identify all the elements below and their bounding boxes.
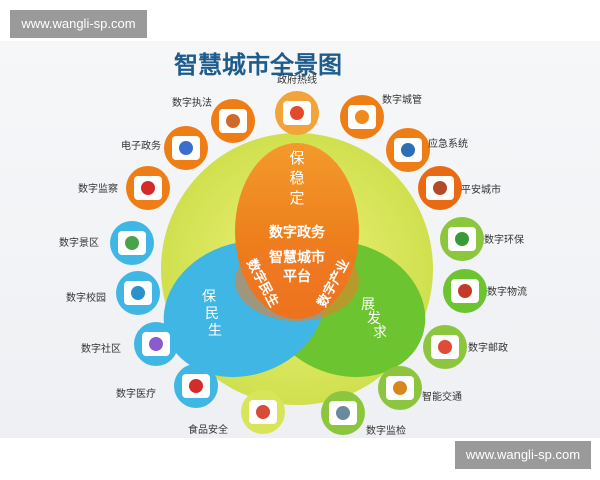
node-5: 数字环保 — [440, 217, 524, 261]
node-10: 食品安全 — [188, 390, 285, 436]
node-label: 数字环保 — [484, 233, 524, 246]
orange-char-2: 稳 — [289, 169, 304, 187]
node-14: 数字景区 — [59, 221, 154, 265]
node-label: 平安城市 — [461, 183, 501, 196]
node-1: 政府热线 — [275, 73, 319, 135]
node-label: 电子政务 — [121, 139, 161, 152]
smart-city-diagram: 智慧城市全景图 保 稳 定 保 民 生 求 发 展 — [59, 51, 527, 437]
center-overlap — [235, 241, 359, 321]
orange-char-3: 定 — [289, 189, 304, 207]
orange-char-1: 保 — [289, 149, 304, 167]
node-label: 数字物流 — [487, 285, 527, 298]
node-9: 数字监检 — [321, 391, 406, 437]
node-4: 平安城市 — [418, 166, 501, 210]
node-12: 数字社区 — [81, 322, 178, 366]
node-label: 数字邮政 — [468, 341, 508, 354]
community-icon-glyph — [149, 337, 163, 351]
node-label: 数字景区 — [59, 236, 99, 249]
node-8: 智能交通 — [378, 366, 462, 410]
traffic-cone-icon-glyph — [355, 110, 369, 124]
node-label: 数字监察 — [78, 182, 118, 195]
food-icon-glyph — [256, 405, 270, 419]
officer-icon-glyph — [226, 114, 240, 128]
mailbox-icon-glyph — [438, 340, 452, 354]
blue-petal-text: 保 民 生 — [202, 289, 222, 339]
nature-icon-glyph — [455, 232, 469, 246]
traffic-sign-icon-glyph — [393, 381, 407, 395]
inspection-icon-glyph — [336, 406, 350, 420]
center-line-2: 平台 — [283, 268, 311, 285]
first-aid-icon-glyph — [189, 379, 203, 393]
blue-char-3: 生 — [208, 323, 222, 339]
police-car-icon-glyph — [401, 143, 415, 157]
node-label: 智能交通 — [422, 390, 462, 403]
center-line-1: 智慧城市 — [268, 249, 325, 266]
green-petal-text: 求 发 展 — [361, 297, 387, 341]
blue-char-2: 民 — [205, 306, 219, 322]
node-15: 数字监察 — [78, 166, 170, 210]
node-label: 数字社区 — [81, 342, 121, 355]
node-label: 数字监检 — [366, 424, 406, 437]
map-icon-glyph — [125, 236, 139, 250]
node-label: 数字执法 — [172, 96, 212, 109]
blue-char-1: 保 — [202, 289, 216, 305]
watermark-bottom: www.wangli-sp.com — [455, 441, 591, 469]
node-label: 数字城管 — [382, 93, 422, 106]
city-icon-glyph — [433, 181, 447, 195]
green-char-2: 发 — [367, 311, 381, 327]
green-char-3: 展 — [361, 297, 375, 313]
node-16: 电子政务 — [121, 126, 208, 170]
diagram-title: 智慧城市全景图 — [174, 51, 342, 79]
orange-petal-text: 保 稳 定 — [289, 149, 304, 207]
node-2: 数字城管 — [340, 93, 422, 139]
node-label: 食品安全 — [188, 423, 228, 436]
node-label: 应急系统 — [428, 137, 468, 150]
green-char-1: 求 — [373, 325, 387, 341]
node-13: 数字校园 — [66, 271, 160, 315]
watermark-top: www.wangli-sp.com — [10, 10, 147, 38]
node-11: 数字医疗 — [116, 364, 218, 408]
node-label: 数字医疗 — [116, 387, 156, 400]
node-label: 政府热线 — [277, 73, 317, 86]
node-3: 应急系统 — [386, 128, 468, 172]
node-6: 数字物流 — [443, 269, 527, 313]
ring-top-label: 数字政务 — [269, 224, 326, 241]
person-icon-glyph — [290, 106, 304, 120]
node-17: 数字执法 — [172, 96, 255, 143]
node-7: 数字邮政 — [423, 325, 508, 369]
campus-icon-glyph — [131, 286, 145, 300]
diagram-panel: 智慧城市全景图 保 稳 定 保 民 生 求 发 展 — [0, 41, 600, 438]
target-icon-glyph — [141, 181, 155, 195]
truck-icon-glyph — [458, 284, 472, 298]
node-label: 数字校园 — [66, 291, 106, 304]
magnifier-icon-glyph — [179, 141, 193, 155]
